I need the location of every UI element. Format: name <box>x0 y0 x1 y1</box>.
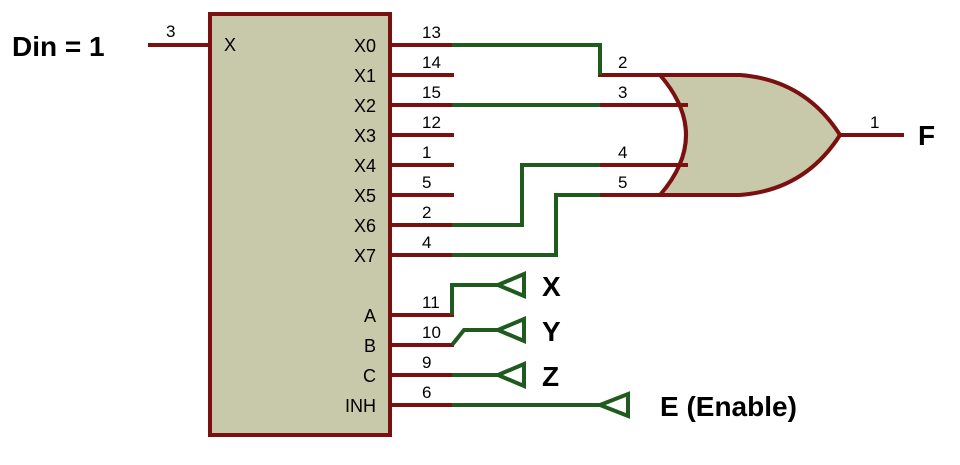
din-pin-number: 3 <box>166 22 175 41</box>
or-output-number: 1 <box>870 113 879 132</box>
net-x6-or <box>452 163 600 227</box>
pin-label-x6: X6 <box>354 216 376 236</box>
terminal-e-label: E (Enable) <box>660 391 797 422</box>
pin-number-x3: 12 <box>422 113 441 132</box>
terminal-z-label: Z <box>542 361 559 392</box>
input-terminals: X Y Z E (Enable) <box>492 270 797 422</box>
pin-number-a: 11 <box>422 293 440 312</box>
demux-output-pins: X0 X1 X2 X3 X4 X5 X6 X7 13 14 15 12 1 5 … <box>354 23 454 266</box>
net-x0-or <box>452 43 602 75</box>
pin-number-x0: 13 <box>422 23 441 42</box>
pin-number-x2: 15 <box>422 83 441 102</box>
terminal-x-label: X <box>542 271 561 302</box>
pin-label-c: C <box>363 366 376 386</box>
net-b-y <box>450 328 498 347</box>
din-label: Din = 1 <box>12 31 105 62</box>
or-input-number-2: 2 <box>618 53 627 72</box>
net-wires <box>450 43 602 407</box>
pin-label-b: B <box>364 336 376 356</box>
pin-label-inh: INH <box>345 396 376 416</box>
or-input-number-4: 4 <box>618 143 627 162</box>
pin-number-x6: 2 <box>422 203 431 222</box>
pin-label-x7: X7 <box>354 246 376 266</box>
pin-number-x7: 4 <box>422 233 431 252</box>
pin-label-a: A <box>364 306 376 326</box>
pin-number-inh: 6 <box>422 383 431 402</box>
pin-number-x4: 1 <box>422 143 431 162</box>
or-input-number-5: 5 <box>618 173 627 192</box>
pin-label-x5: X5 <box>354 186 376 206</box>
or-input-number-3: 3 <box>618 83 627 102</box>
demux-select-pins: A B C INH 11 10 9 6 <box>345 293 454 416</box>
terminal-z-arrow-icon <box>492 360 526 390</box>
pin-label-x0: X0 <box>354 36 376 56</box>
terminal-y-label: Y <box>542 316 561 347</box>
pin-label-x2: X2 <box>354 96 376 116</box>
pin-number-c: 9 <box>422 353 431 372</box>
pin-number-x1: 14 <box>422 53 441 72</box>
net-a-x <box>450 283 498 315</box>
terminal-e-arrow-icon <box>594 391 630 419</box>
pin-number-x5: 5 <box>422 173 431 192</box>
pin-label-x4: X4 <box>354 156 376 176</box>
demux-input-label: X <box>224 35 236 55</box>
pin-label-x1: X1 <box>354 66 376 86</box>
output-label: F <box>918 120 935 151</box>
terminal-x-arrow-icon <box>492 270 526 300</box>
or-gate-body <box>655 73 843 197</box>
pin-number-b: 10 <box>422 323 441 342</box>
terminal-y-arrow-icon <box>492 315 526 345</box>
pin-label-x3: X3 <box>354 126 376 146</box>
net-x7-or <box>452 193 600 257</box>
